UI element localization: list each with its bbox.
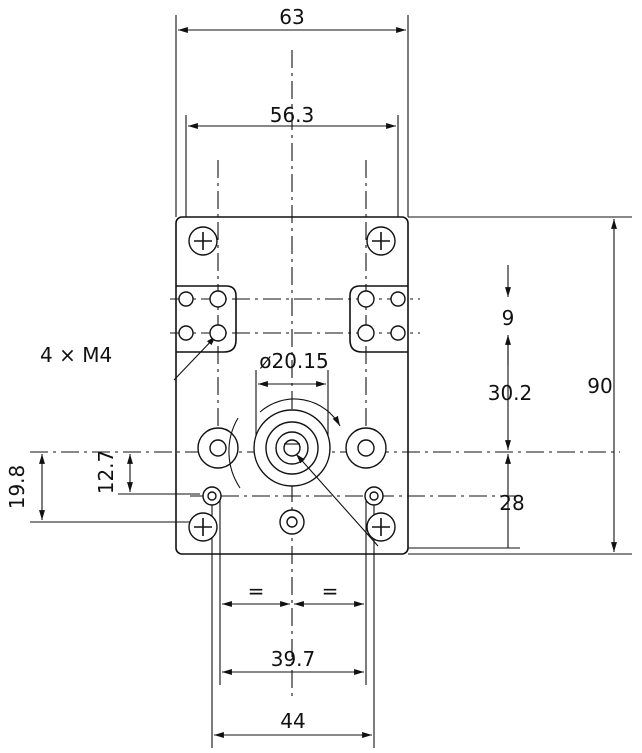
- screw-bottom-left: [188, 512, 218, 542]
- bracket-hole-right-1: [357, 290, 375, 308]
- dimension-shaft-diameter: ø20.15: [259, 349, 329, 373]
- rotation-arc-main: [259, 398, 341, 427]
- dimension-hole-spacing: 9: [502, 306, 515, 330]
- bracket-hole-right-4: [390, 325, 406, 341]
- dimension-offset-lower: 28: [499, 491, 524, 515]
- equal-mark-left: =: [248, 579, 265, 603]
- dimension-width-overall: 63: [279, 5, 304, 29]
- lower-hole-right-inner: [369, 491, 379, 501]
- screw-top-left: [188, 226, 218, 256]
- dimension-offset-left-small: 12.7: [94, 450, 118, 495]
- lower-hole-center-inner: [286, 516, 298, 528]
- screw-note-label: 4 × M4: [40, 343, 112, 367]
- bracket-hole-left-2: [209, 290, 227, 308]
- dimension-bottom-outer: 44: [280, 709, 305, 733]
- equal-mark-right: =: [322, 579, 339, 603]
- shaft-core: [283, 439, 301, 457]
- screw-bottom-right: [366, 512, 396, 542]
- shaft-leader-line: [295, 453, 379, 547]
- left-bracket-outline: [176, 285, 237, 353]
- screw-top-right: [366, 226, 396, 256]
- dimension-width-inner: 56.3: [270, 103, 315, 127]
- dimension-offset-left-large: 19.8: [5, 465, 29, 510]
- right-boss-inner: [357, 439, 375, 457]
- lower-hole-left-inner: [207, 491, 217, 501]
- bracket-hole-right-3: [357, 324, 375, 342]
- bracket-hole-left-1: [178, 291, 194, 307]
- rotation-arc-left: [228, 417, 241, 489]
- bracket-hole-right-2: [390, 291, 406, 307]
- bracket-hole-left-3: [178, 325, 194, 341]
- dimension-height-overall: 90: [587, 374, 612, 398]
- left-boss-inner: [209, 439, 227, 457]
- right-bracket-outline: [349, 285, 408, 353]
- dimension-bottom-inner: 39.7: [271, 647, 316, 671]
- dimension-offset-upper: 30.2: [488, 381, 533, 405]
- bracket-hole-left-4: [209, 324, 227, 342]
- screw-note-leader: [173, 335, 217, 381]
